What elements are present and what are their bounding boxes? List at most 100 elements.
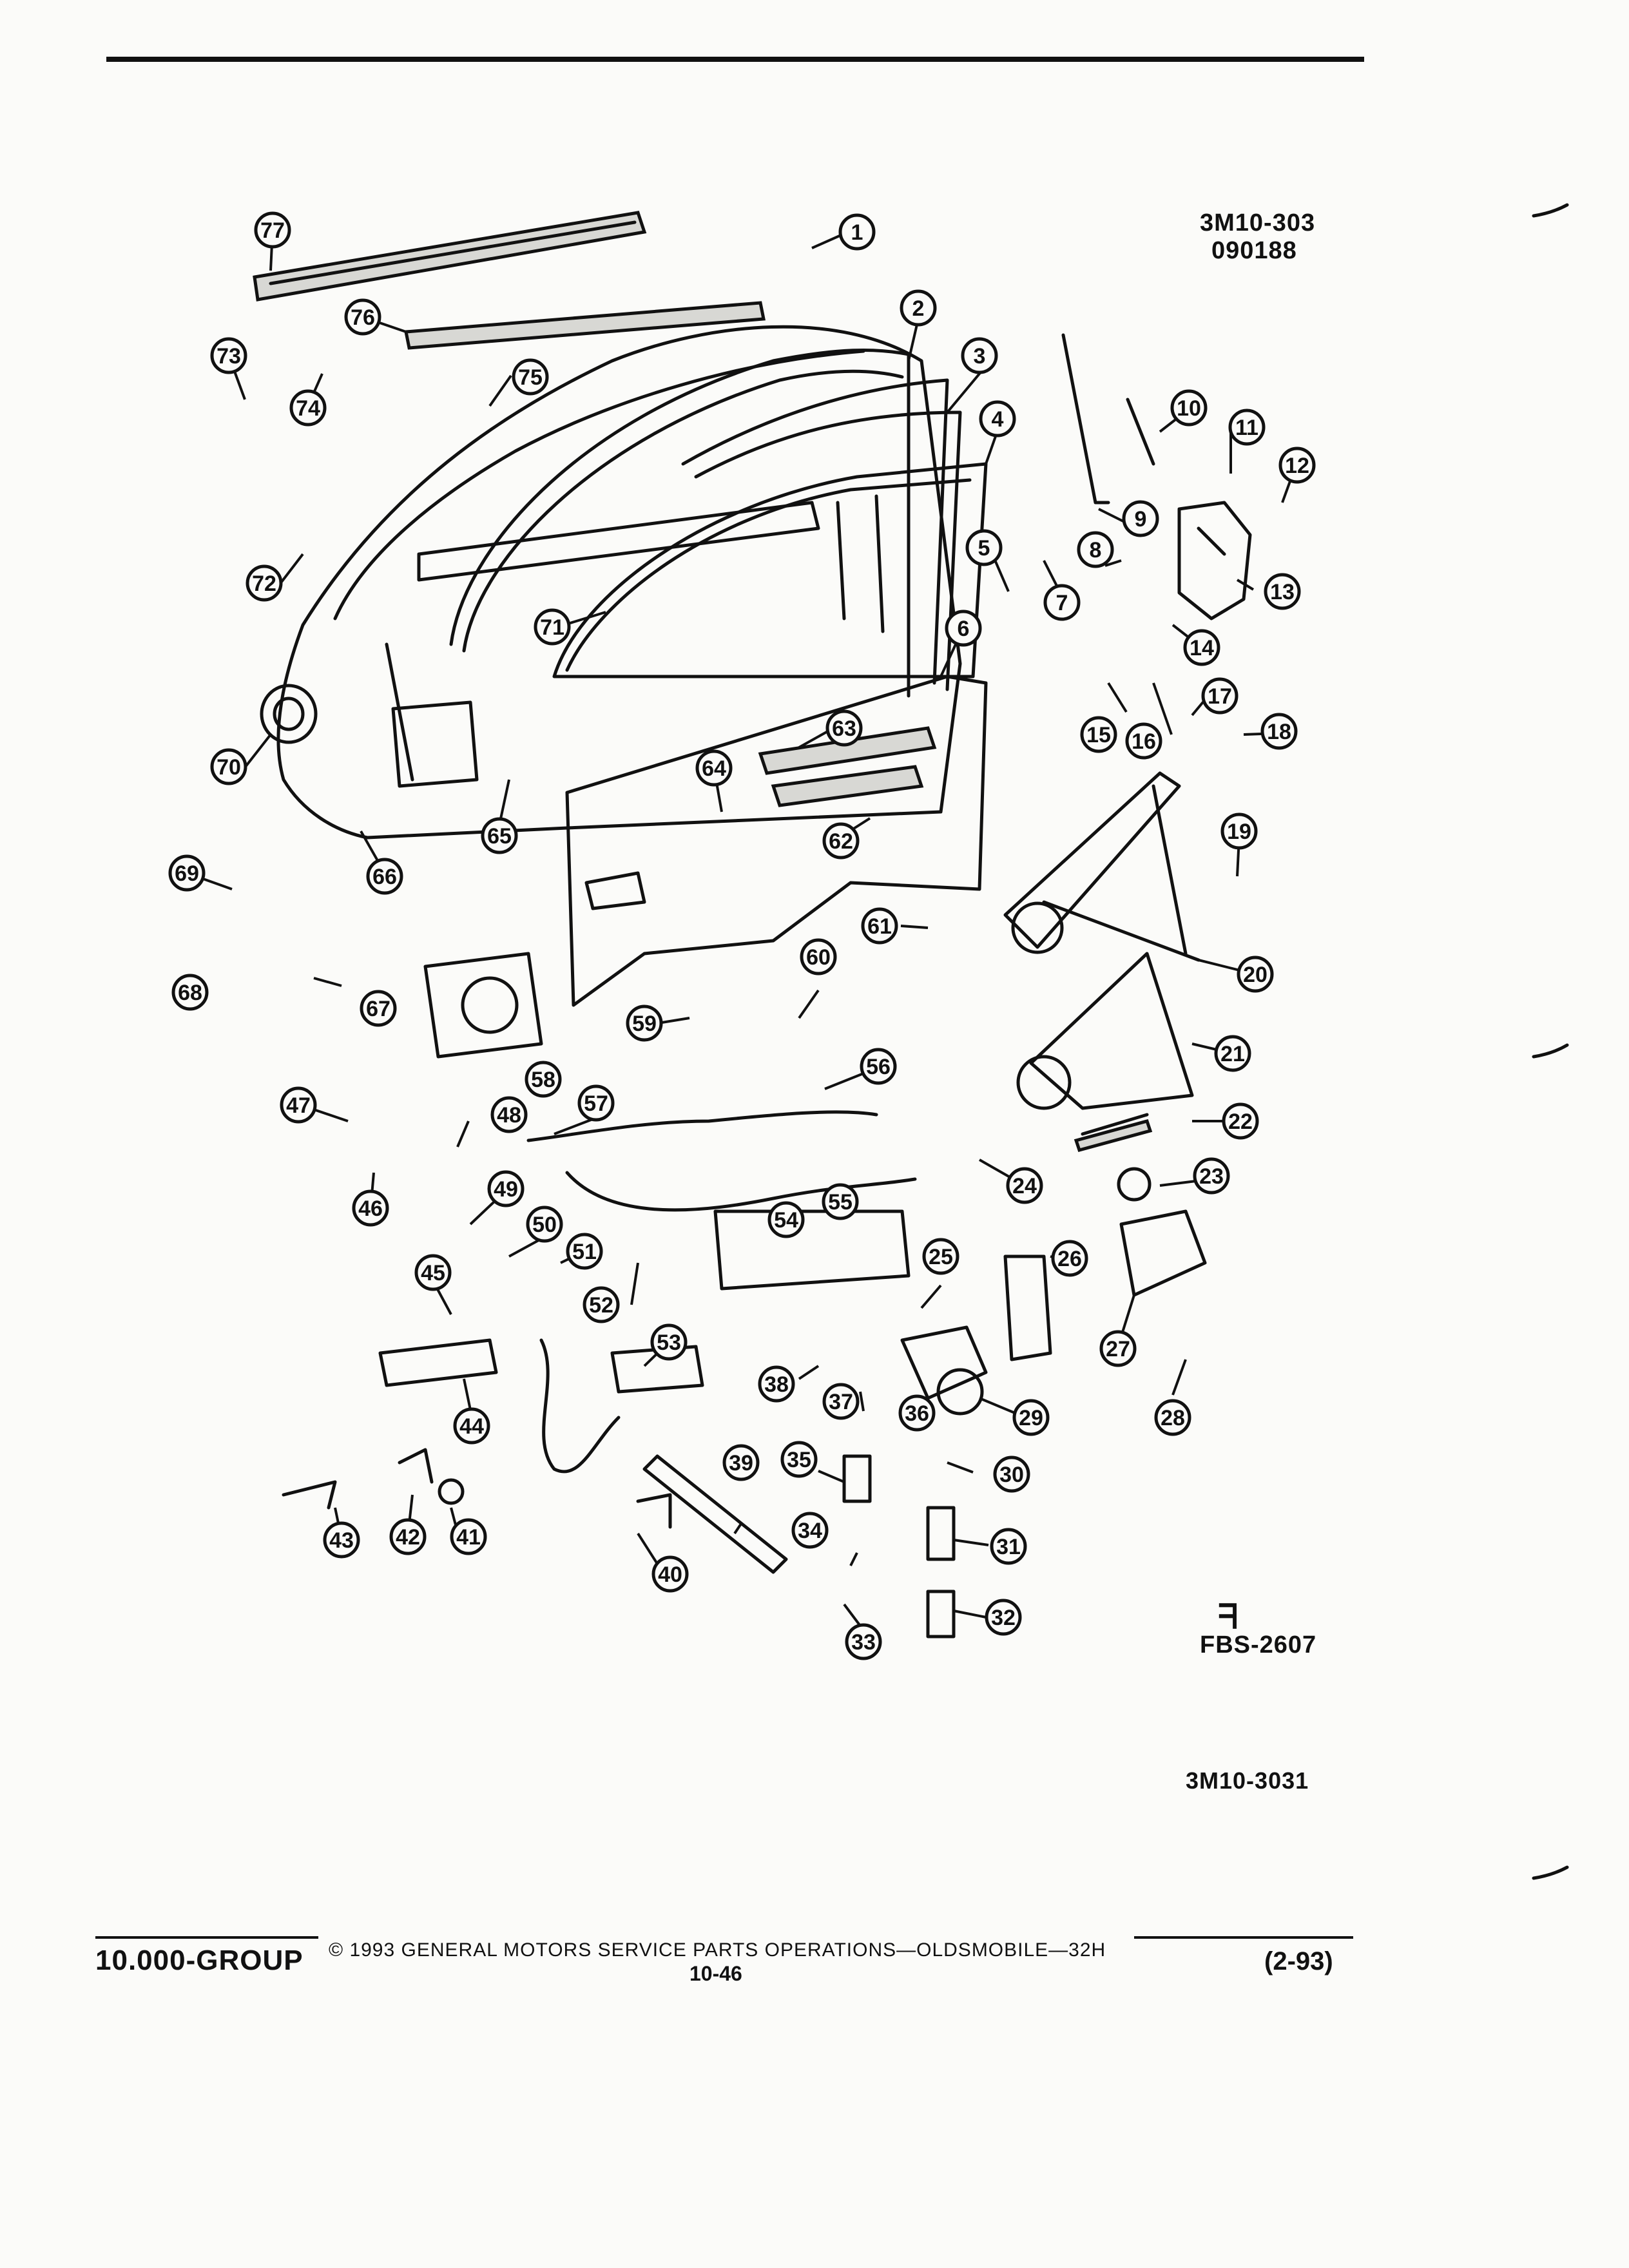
footer-page-number: 10-46 [689, 1962, 742, 1985]
callouts: 1 2 3 4 5 6 7 8 9 10 11 12 13 14 15 16 1… [168, 211, 1316, 1660]
svg-text:12: 12 [1285, 454, 1309, 478]
fbs-code: FBS-2607 [1200, 1631, 1317, 1658]
svg-text:17: 17 [1208, 684, 1232, 709]
footer-rule-left [95, 1936, 318, 1939]
footer-rule-right [1134, 1936, 1353, 1939]
callout-42: 42 [389, 1518, 427, 1555]
callout-10: 10 [1170, 389, 1208, 427]
callout-18: 18 [1260, 713, 1298, 750]
callout-58: 58 [525, 1061, 562, 1098]
svg-text:54: 54 [774, 1208, 798, 1233]
callout-56: 56 [860, 1048, 897, 1085]
callout-55: 55 [822, 1183, 859, 1220]
svg-text:61: 61 [867, 914, 892, 939]
callout-49: 49 [487, 1170, 525, 1207]
svg-text:67: 67 [366, 997, 390, 1021]
footer-copyright: © 1993 GENERAL MOTORS SERVICE PARTS OPER… [329, 1939, 1106, 1961]
window-frames [449, 348, 988, 698]
callout-5: 5 [965, 529, 1003, 566]
callout-30: 30 [993, 1456, 1030, 1493]
svg-text:41: 41 [456, 1525, 481, 1550]
svg-text:20: 20 [1243, 963, 1268, 987]
svg-text:68: 68 [178, 981, 202, 1005]
callout-20: 20 [1237, 956, 1274, 993]
svg-text:63: 63 [832, 716, 856, 741]
svg-text:59: 59 [632, 1012, 657, 1036]
svg-text:5: 5 [978, 536, 990, 561]
callout-13: 13 [1264, 573, 1301, 610]
svg-text:46: 46 [358, 1196, 383, 1221]
misc-clips [282, 1448, 956, 1639]
callout-35: 35 [780, 1441, 818, 1478]
callout-36: 36 [898, 1394, 936, 1432]
svg-text:13: 13 [1270, 580, 1295, 604]
fbs-logo-icon: ᖷ [1218, 1599, 1239, 1636]
window-regulator [1003, 771, 1200, 1202]
svg-text:65: 65 [487, 824, 512, 849]
callout-47: 47 [280, 1086, 317, 1124]
callout-27: 27 [1099, 1330, 1137, 1367]
callout-22: 22 [1222, 1102, 1259, 1140]
svg-text:19: 19 [1227, 820, 1251, 844]
svg-text:58: 58 [531, 1068, 555, 1092]
svg-text:39: 39 [729, 1451, 753, 1475]
callout-39: 39 [722, 1444, 760, 1481]
callout-62: 62 [822, 822, 860, 860]
callout-51: 51 [566, 1233, 603, 1270]
callout-53: 53 [650, 1323, 688, 1361]
svg-text:11: 11 [1235, 416, 1258, 440]
svg-text:29: 29 [1019, 1406, 1043, 1430]
svg-text:77: 77 [260, 218, 285, 243]
callout-1: 1 [838, 213, 876, 251]
callout-73: 73 [210, 337, 247, 374]
svg-text:16: 16 [1132, 729, 1156, 754]
svg-text:3: 3 [974, 344, 986, 369]
inner-trim-panel [565, 675, 988, 1007]
svg-text:6: 6 [958, 617, 970, 641]
callout-40: 40 [651, 1555, 689, 1593]
callout-41: 41 [450, 1518, 487, 1555]
callout-31: 31 [990, 1528, 1027, 1565]
svg-text:44: 44 [459, 1414, 484, 1439]
svg-text:10: 10 [1177, 396, 1201, 421]
svg-text:32: 32 [991, 1606, 1016, 1630]
diagram-code: 3M10-303 [1200, 209, 1316, 236]
callout-2: 2 [900, 289, 937, 327]
svg-text:35: 35 [787, 1448, 811, 1472]
margin-tick [1532, 1043, 1569, 1059]
callout-61: 61 [861, 907, 898, 945]
svg-text:45: 45 [421, 1261, 445, 1285]
svg-text:23: 23 [1199, 1164, 1224, 1189]
callout-34: 34 [791, 1512, 829, 1549]
callout-37: 37 [822, 1383, 860, 1420]
svg-text:25: 25 [929, 1245, 953, 1269]
callout-4: 4 [979, 400, 1016, 437]
callout-71: 71 [534, 608, 571, 646]
svg-text:33: 33 [851, 1630, 876, 1655]
callout-45: 45 [414, 1254, 452, 1291]
svg-text:18: 18 [1267, 720, 1291, 744]
svg-text:56: 56 [866, 1055, 891, 1079]
callout-25: 25 [922, 1238, 959, 1275]
svg-text:40: 40 [658, 1562, 682, 1587]
svg-text:75: 75 [518, 365, 543, 390]
svg-text:8: 8 [1090, 538, 1102, 562]
callout-7: 7 [1043, 584, 1081, 621]
svg-text:4: 4 [992, 407, 1004, 432]
callout-17: 17 [1201, 677, 1239, 715]
svg-text:55: 55 [828, 1190, 853, 1215]
callout-44: 44 [453, 1407, 490, 1445]
svg-text:31: 31 [996, 1535, 1021, 1559]
svg-text:52: 52 [589, 1293, 613, 1318]
footer-group-label: 10.000-GROUP [95, 1945, 304, 1976]
svg-text:21: 21 [1220, 1042, 1245, 1066]
svg-text:24: 24 [1012, 1174, 1037, 1198]
svg-text:72: 72 [252, 572, 276, 596]
svg-text:51: 51 [572, 1240, 597, 1264]
callout-29: 29 [1012, 1399, 1050, 1436]
callout-52: 52 [583, 1286, 620, 1323]
callout-32: 32 [985, 1599, 1022, 1636]
svg-text:28: 28 [1161, 1406, 1185, 1430]
